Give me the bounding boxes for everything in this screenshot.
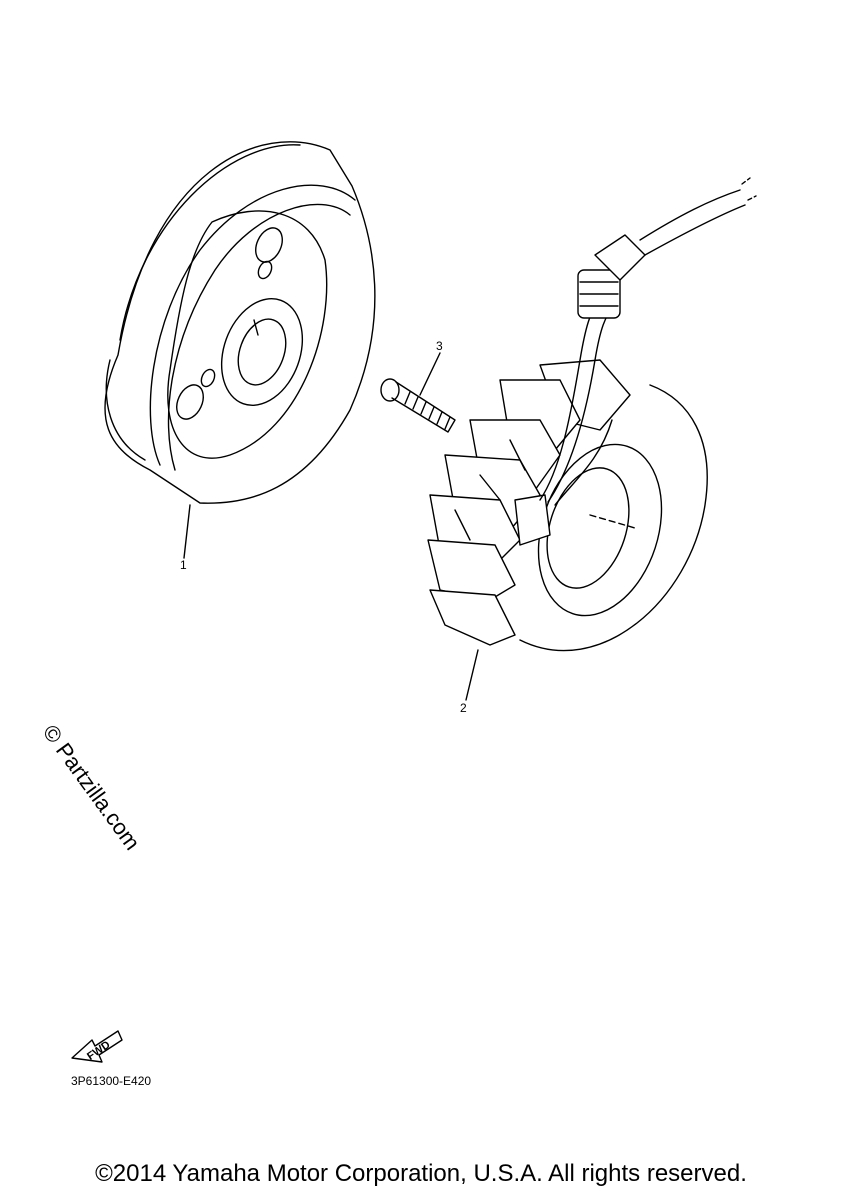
diagram-code: 3P61300-E420 [71,1074,152,1088]
stator-coil-part [427,177,757,652]
callout-line-3 [419,352,441,396]
callout-line-2 [465,649,479,701]
rotor-flywheel-part [104,141,376,504]
callout-number-3: 3 [436,339,443,353]
callout-number-1: 1 [180,558,187,572]
screw-part [380,378,456,433]
fwd-arrow-icon [71,1030,123,1063]
callout-line-1 [183,504,191,559]
callout-number-2: 2 [460,701,467,715]
copyright-notice: ©2014 Yamaha Motor Corporation, U.S.A. A… [95,1160,747,1187]
